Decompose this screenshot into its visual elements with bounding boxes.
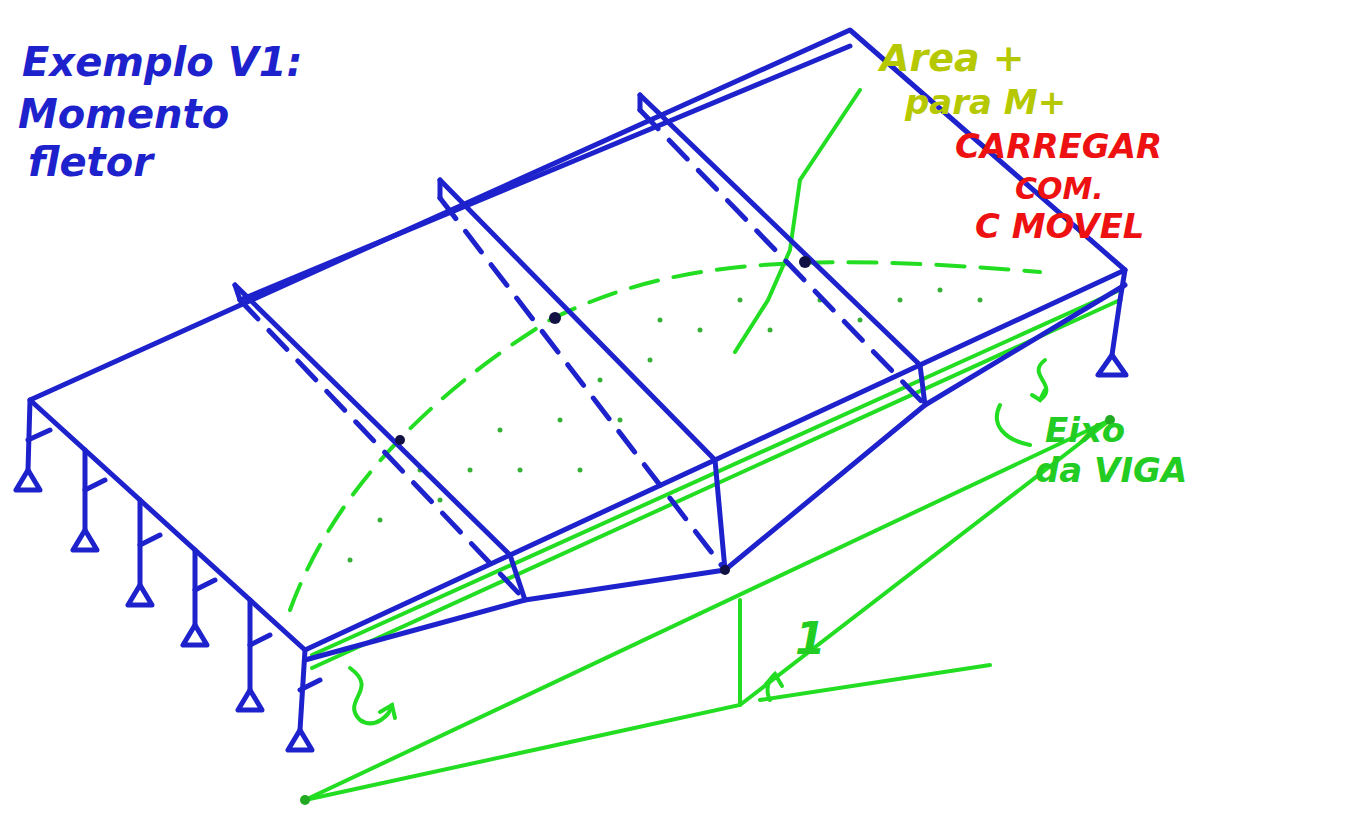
axis-label: Eixo [1045, 412, 1125, 449]
example-title: Exemplo V1: [22, 40, 302, 84]
load-note: C MOVEL [975, 208, 1145, 245]
axis-label: da VIGA [1035, 452, 1187, 489]
area-note: Area + [880, 38, 1025, 80]
example-subtitle: Momento [18, 92, 229, 136]
load-note: CARREGAR [955, 128, 1162, 165]
load-note: COM. [1015, 172, 1104, 205]
area-note: para M+ [905, 84, 1066, 121]
example-subtitle: fletor [28, 140, 153, 184]
unit-value: 1 [795, 615, 826, 663]
